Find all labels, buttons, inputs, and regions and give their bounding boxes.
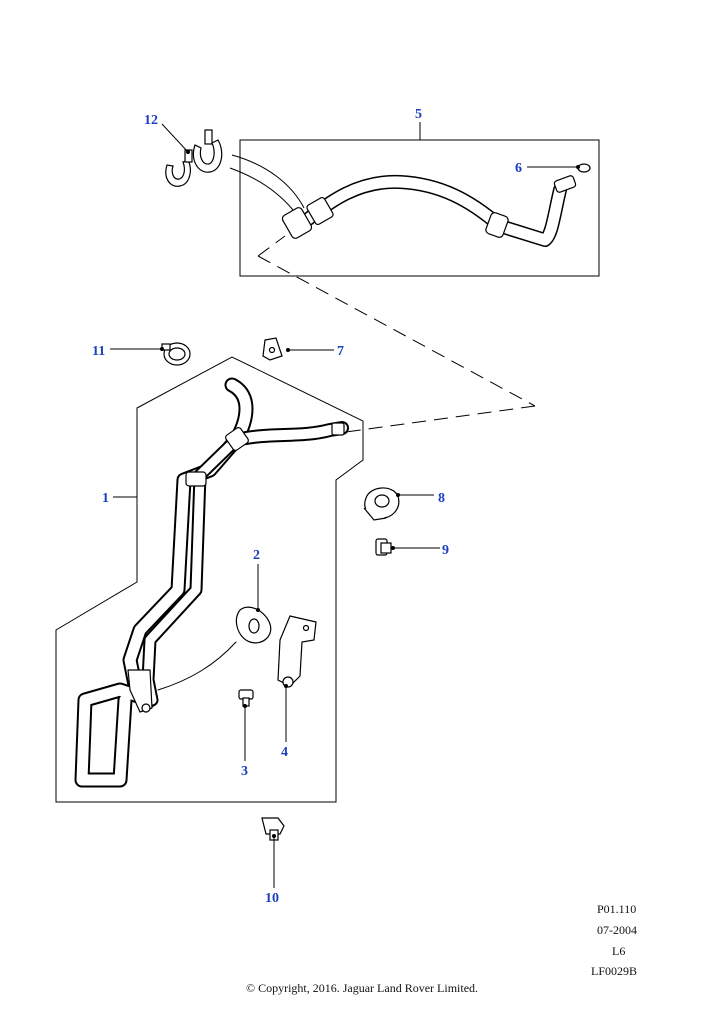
bolt-medium bbox=[375, 538, 392, 556]
callout-1: 1 bbox=[102, 491, 109, 506]
hose-upper bbox=[281, 174, 577, 247]
pipe-assembly-frame bbox=[55, 356, 364, 803]
callout-11: 11 bbox=[92, 344, 105, 359]
pipe-clamp bbox=[363, 487, 400, 521]
hose-group-frame bbox=[239, 139, 600, 277]
retaining-clip bbox=[262, 337, 283, 361]
callout-8: 8 bbox=[438, 491, 445, 506]
mounting-bracket bbox=[277, 615, 317, 688]
hose-clamp bbox=[161, 342, 191, 366]
reference-figure: LF0029B bbox=[591, 964, 638, 978]
callout-4: 4 bbox=[281, 745, 288, 760]
leader-lines bbox=[110, 122, 578, 888]
bolt-small bbox=[238, 689, 254, 707]
copyright-notice: © Copyright, 2016. Jaguar Land Rover Lim… bbox=[245, 981, 479, 995]
callout-2: 2 bbox=[253, 548, 260, 563]
grommet bbox=[235, 606, 272, 644]
reference-code: P01.110 bbox=[597, 902, 637, 916]
callout-12: 12 bbox=[144, 113, 158, 128]
clip-leader-lines bbox=[229, 154, 305, 211]
callout-10: 10 bbox=[265, 891, 279, 906]
callout-5: 5 bbox=[415, 107, 422, 122]
reference-engine: L6 bbox=[612, 944, 626, 958]
dashed-connector bbox=[257, 235, 536, 433]
callout-6: 6 bbox=[515, 161, 522, 176]
o-ring bbox=[577, 163, 591, 173]
clip-pair bbox=[165, 129, 223, 187]
cooler-pipe-assembly bbox=[82, 385, 344, 780]
callout-9: 9 bbox=[442, 543, 449, 558]
callout-3: 3 bbox=[241, 764, 248, 779]
leader-dots bbox=[160, 150, 580, 838]
reference-date: 07-2004 bbox=[597, 923, 637, 937]
callout-7: 7 bbox=[337, 344, 344, 359]
